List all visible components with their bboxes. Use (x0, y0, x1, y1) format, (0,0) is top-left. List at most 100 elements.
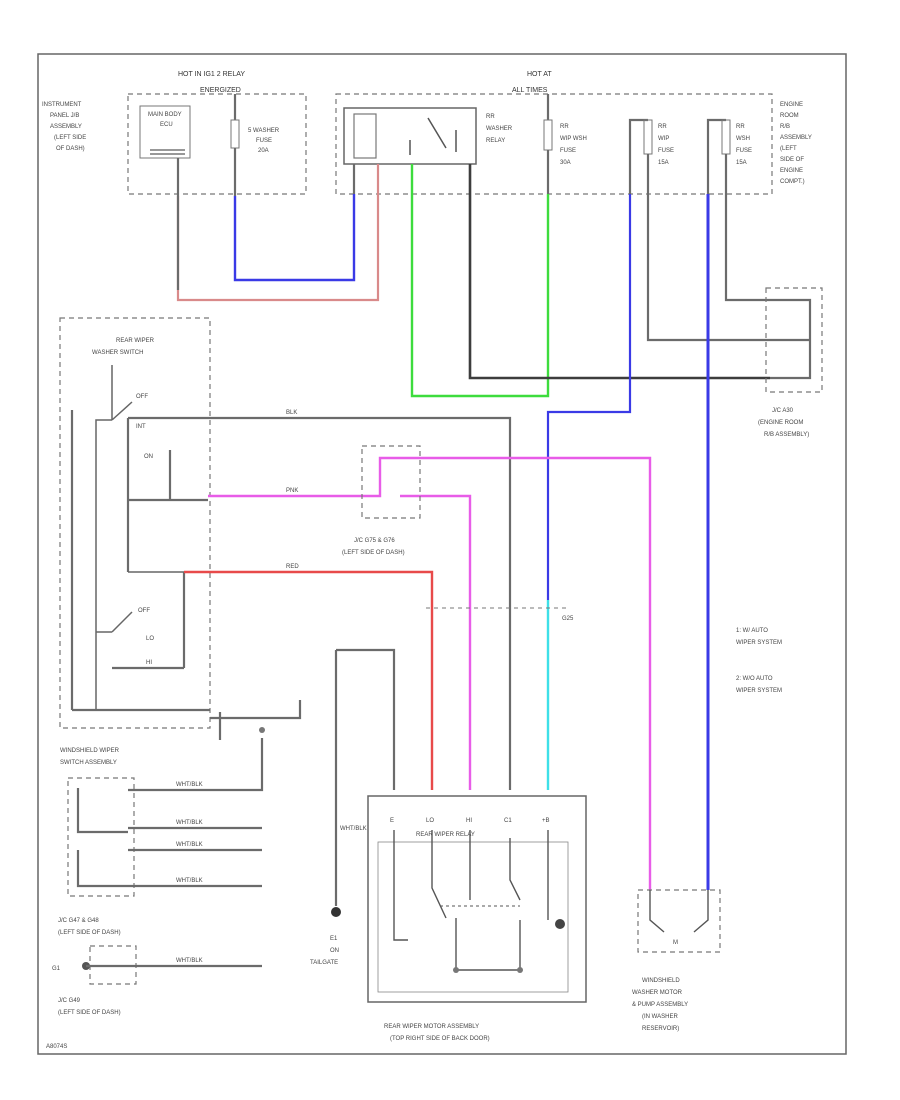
jc-a30-box (765, 287, 823, 393)
svg-text:(LEFT: (LEFT (780, 146, 797, 152)
svg-text:WINDSHIELD: WINDSHIELD (642, 978, 680, 984)
relay-node-2 (517, 967, 523, 973)
diagram-frame (37, 53, 847, 1055)
svg-text:RESERVOIR): RESERVOIR) (642, 1026, 679, 1032)
svg-text:J/C G75 & G76: J/C G75 & G76 (354, 538, 395, 544)
svg-text:(LEFT SIDE OF DASH): (LEFT SIDE OF DASH) (58, 1010, 121, 1016)
rr-wip-fuse-label: RR (658, 124, 667, 130)
rr-washer-relay-label-2: WASHER (486, 126, 513, 132)
svg-text:ENGINE: ENGINE (780, 102, 803, 108)
engine-room-rb-box (335, 93, 773, 195)
wire-label-g49: WHT/BLK (176, 958, 203, 964)
main-body-ecu (139, 105, 191, 159)
wire-gray-ground-relay (336, 648, 396, 790)
jc-g75-label: J/C G75 & G76 (LEFT SIDE OF DASH) (342, 538, 405, 556)
svg-text:(LEFT SIDE: (LEFT SIDE (54, 135, 86, 141)
washer-fuse-label-3: 20A (258, 148, 269, 154)
jc-g75-box (361, 445, 421, 519)
svg-text:J/C G47 & G48: J/C G47 & G48 (58, 918, 99, 924)
wire-red-switch-relay (184, 570, 434, 790)
wire-label-tailgate: WHT/BLK (340, 826, 367, 832)
main-body-ecu-label: MAIN BODY (148, 112, 182, 118)
svg-text:OF DASH): OF DASH) (56, 146, 85, 152)
relay-pin-labels: E LO HI C1 +B (390, 818, 550, 824)
wire-label-g47-1: WHT/BLK (176, 782, 203, 788)
washer-motor-circuit (649, 890, 709, 933)
svg-text:(TOP RIGHT SIDE OF BACK DOOR): (TOP RIGHT SIDE OF BACK DOOR) (390, 1036, 490, 1042)
svg-text:COMPT.): COMPT.) (780, 179, 805, 185)
wire-dark-relay-jca30 (468, 164, 770, 380)
svg-text:(IN WASHER: (IN WASHER (642, 1014, 678, 1020)
svg-text:1: W/ AUTO: 1: W/ AUTO (736, 628, 768, 634)
rr-washer-relay-label-3: RELAY (486, 138, 505, 144)
washer-motor-m-label: M (673, 940, 678, 946)
washer-fuse-symbol (230, 119, 240, 149)
wire-blue-fuse-relay (233, 194, 356, 282)
windshield-switch-node (259, 727, 265, 733)
rear-wiper-switch-label: REAR WIPER WASHER SWITCH (92, 338, 155, 356)
rr-wip-fuse-label-2: WIP (658, 136, 669, 142)
svg-text:LO: LO (426, 818, 434, 824)
all-times-label: ALL TIMES (512, 87, 548, 94)
svg-text:J/C A30: J/C A30 (772, 408, 794, 414)
relay-motor-terminal (555, 919, 565, 929)
relay-coil (353, 113, 377, 159)
rear-wiper-motor-box (367, 795, 587, 1003)
rr-wip-fuse-label-3: FUSE (658, 148, 674, 154)
wire-blue-wip-fuse-down (546, 194, 632, 600)
svg-text:TAILGATE: TAILGATE (310, 960, 338, 966)
wire-dark-switch-relay (208, 416, 512, 790)
jc-a30-bus (770, 298, 812, 380)
jc-g47-label: J/C G47 & G48 (LEFT SIDE OF DASH) (58, 918, 121, 936)
instrument-panel-jb-label: INSTRUMENT PANEL J/B ASSEMBLY (LEFT SIDE… (42, 102, 86, 152)
relay-node-1 (453, 967, 459, 973)
svg-text:REAR WIPER: REAR WIPER (116, 338, 155, 344)
svg-text:ENGINE: ENGINE (780, 168, 803, 174)
switch-int-upper: INT (136, 424, 146, 430)
svg-text:WIPER SYSTEM: WIPER SYSTEM (736, 640, 782, 646)
rr-wip-fuse-label-4: 15A (658, 160, 669, 166)
rear-wiper-relay-label: REAR WIPER RELAY (416, 832, 475, 838)
washer-fuse-label: 5 WASHER (248, 128, 280, 134)
rr-wsh-fuse-bus (706, 118, 726, 194)
svg-text:+B: +B (542, 818, 550, 824)
note-1: 1: W/ AUTO WIPER SYSTEM (736, 628, 782, 646)
wire-g47-row-1 (128, 738, 264, 792)
svg-text:& PUMP ASSEMBLY: & PUMP ASSEMBLY (632, 1002, 688, 1008)
svg-text:HI: HI (466, 818, 472, 824)
ground-e1-symbol (331, 907, 341, 917)
rear-wiper-relay-circuit (393, 830, 549, 971)
rr-wip-wsh-fuse-label-2: WIP WSH (560, 136, 587, 142)
jc-a30-label: J/C A30 (ENGINE ROOM R/B ASSEMBLY) (758, 408, 809, 438)
switch-on-upper: ON (144, 454, 153, 460)
rr-wip-fuse-bus (628, 118, 648, 194)
svg-text:ON: ON (330, 948, 339, 954)
windshield-wiper-switch-label: WINDSHIELD WIPER SWITCH ASSEMBLY (60, 748, 120, 766)
rr-wip-wsh-fuse-label-3: FUSE (560, 148, 576, 154)
svg-text:ASSEMBLY: ASSEMBLY (50, 124, 82, 130)
ecu-output-symbol (150, 149, 185, 155)
rr-washer-relay (343, 107, 477, 165)
hot-ig-relay-label: HOT IN IG1 2 RELAY (178, 71, 245, 78)
svg-text:R/B: R/B (780, 124, 790, 130)
svg-text:(LEFT SIDE OF DASH): (LEFT SIDE OF DASH) (58, 930, 121, 936)
hot-at-label: HOT AT (527, 71, 552, 78)
washer-fuse-label-2: FUSE (256, 138, 272, 144)
svg-text:E1: E1 (330, 936, 338, 942)
svg-text:(LEFT SIDE OF DASH): (LEFT SIDE OF DASH) (342, 550, 405, 556)
svg-text:WIPER SYSTEM: WIPER SYSTEM (736, 688, 782, 694)
connector-label: G25 (562, 616, 574, 622)
rr-wsh-fuse-label-2: WSH (736, 136, 750, 142)
switch-hi-lower: HI (146, 660, 152, 666)
svg-text:INSTRUMENT: INSTRUMENT (42, 102, 82, 108)
washer-motor-label: WINDSHIELD WASHER MOTOR & PUMP ASSEMBLY … (632, 978, 688, 1032)
wire-label-g47-3: WHT/BLK (176, 842, 203, 848)
wire-label-red: RED (286, 564, 299, 570)
switch-lo-lower: LO (146, 636, 154, 642)
diagram-code: A8074S (46, 1044, 67, 1050)
svg-text:R/B ASSEMBLY): R/B ASSEMBLY) (764, 432, 809, 438)
wire-gray-wsh-fuse-jca30 (724, 154, 770, 302)
svg-text:(ENGINE ROOM: (ENGINE ROOM (758, 420, 803, 426)
wire-label-pnk: PNK (286, 488, 298, 494)
